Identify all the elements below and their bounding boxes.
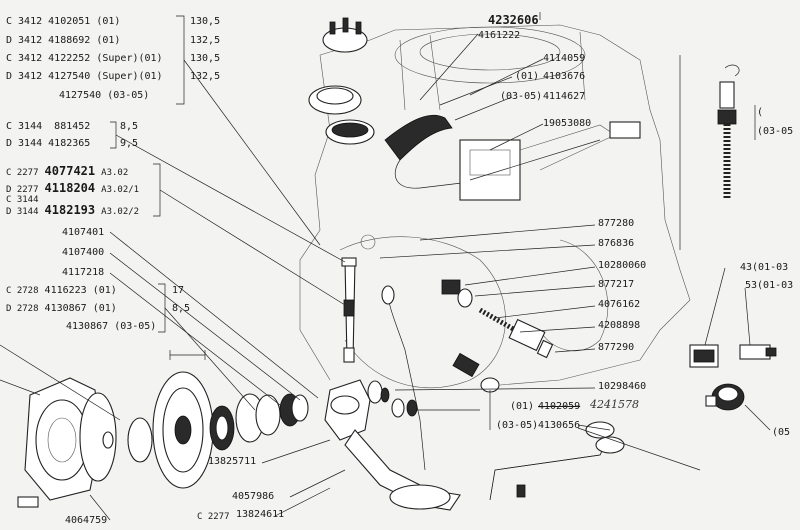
label-4161222: 4161222 (478, 30, 521, 41)
label-far-right-b: (03-05 (757, 126, 794, 137)
dimension-line (169, 350, 206, 360)
g1-value-3: 130,5 (190, 53, 221, 64)
label-19053080: 19053080 (543, 118, 592, 129)
label-4103676: 4103676 (543, 71, 586, 82)
g1-value-4: 132,5 (190, 71, 221, 82)
oil-pump (324, 379, 461, 511)
label-05: (05 (772, 427, 791, 438)
label-13825711: 13825711 (208, 456, 257, 467)
g4-row-3: 4130867 (03-05) (66, 321, 157, 332)
g2-value-2: 9,5 (120, 138, 139, 149)
g1-value-1: 130,5 (190, 16, 221, 27)
label-far-right-a: ( (757, 107, 764, 118)
oil-filler-cap (308, 85, 375, 145)
label-4117218: 4117218 (62, 267, 105, 278)
breather-hose (384, 114, 453, 161)
label-01-a: (01) (515, 71, 540, 82)
label-4208898: 4208898 (598, 320, 641, 331)
g3-row-3: C 3144 (6, 195, 39, 205)
label-03-05-b: (03-05) (496, 420, 539, 431)
g4-value-2: 8,5 (172, 303, 191, 314)
label-876836: 876836 (598, 238, 635, 249)
g1-row-2: D 3412 4188692 (01) (6, 35, 121, 46)
label-4130656: 4130656 (538, 420, 581, 431)
label-4057986: 4057986 (232, 491, 275, 502)
washers (367, 380, 418, 418)
spark-plug-sensor (717, 64, 740, 200)
temp-sensor (452, 352, 500, 393)
g2-row-2: D 3144 4182365 (6, 138, 91, 149)
label-877217: 877217 (598, 279, 635, 290)
label-4114627: 4114627 (543, 91, 586, 102)
g1-row-4: D 3412 4127540 (Super)(01) (6, 71, 163, 82)
label-10298460: 10298460 (598, 381, 647, 392)
label-4102059: 4102059 (538, 401, 581, 412)
label-53: 53(01-03 (745, 280, 794, 291)
bracket-g1 (176, 15, 185, 105)
g1-value-2: 132,5 (190, 35, 221, 46)
carburetor (459, 121, 641, 201)
label-01-b: (01) (510, 401, 535, 412)
g4-value-1: 17 (172, 285, 185, 296)
g2-value-1: 8,5 (120, 121, 139, 132)
label-877280: 877280 (598, 218, 635, 229)
label-4076162: 4076162 (598, 299, 641, 310)
label-13824611: 13824611 (236, 509, 285, 520)
seals (209, 393, 309, 451)
label-10280060: 10280060 (598, 260, 647, 271)
label-4107400: 4107400 (62, 247, 105, 258)
g3-row-1: C 2277 4077421 A3.02 (6, 164, 129, 178)
g3-row-2: D 2277 4118204 A3.02/1 (6, 181, 140, 195)
g4-row-1: C 2728 4116223 (01) (6, 285, 117, 296)
sensor-53 (739, 344, 771, 360)
bracket-g2 (110, 121, 117, 149)
distributor-cap (322, 17, 368, 53)
g2-row-1: C 3144 881452 (6, 121, 91, 132)
label-03-05-a: (03-05) (500, 91, 543, 102)
oil-pipe (489, 444, 606, 501)
label-43: 43(01-03 (740, 262, 789, 273)
label-4114059: 4114059 (543, 53, 586, 64)
bolt (17, 496, 39, 508)
timing-cover (24, 377, 117, 501)
label-4232606: 4232606 (488, 13, 539, 27)
label-4107401: 4107401 (62, 227, 105, 238)
handwritten-note: 4241578 (590, 398, 639, 411)
label-877290: 877290 (598, 342, 635, 353)
label-c2277: C 2277 (197, 512, 230, 522)
g1-row-5: 4127540 (03-05) (59, 90, 150, 101)
engine-block (299, 24, 691, 389)
fuel-line (394, 159, 471, 189)
g1-row-1: C 3412 4102051 (01) (6, 16, 121, 27)
g1-row-3: C 3412 4122252 (Super)(01) (6, 53, 163, 64)
oil-pressure-sensor (441, 279, 554, 359)
g3-row-4: D 3144 4182193 A3.02/2 (6, 203, 140, 217)
label-4064759: 4064759 (65, 515, 108, 526)
dipstick (388, 289, 426, 471)
g4-row-2: D 2728 4130867 (01) (6, 303, 117, 314)
bracket-g3 (153, 163, 161, 217)
crank-pulley (127, 371, 214, 489)
